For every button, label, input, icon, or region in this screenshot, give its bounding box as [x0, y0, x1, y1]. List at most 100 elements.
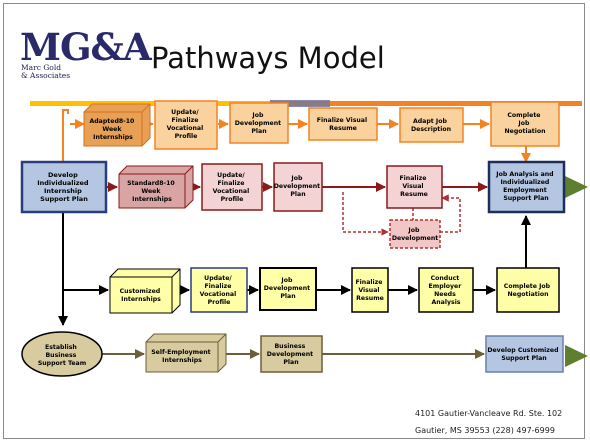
node-text-line: Establish [45, 344, 77, 351]
node-text-line: Resume [400, 191, 428, 198]
node-text-line: Job Analysis and [495, 171, 553, 178]
node-text-line: Support Team [38, 360, 86, 367]
node-text-line: Support Plan [501, 355, 546, 362]
svg-text:Update/ Finalize: Update/ Finalize Vocational Profile [200, 275, 239, 306]
slide-title: Pathways Model [151, 41, 385, 75]
svg-text:Update/ Finalize: Update/ Finalize Vocational Profile [167, 109, 206, 140]
node-text-line: Job [407, 227, 420, 234]
node-text-line: Support Plan [503, 195, 548, 202]
node-text-line: Complete Job [504, 283, 551, 290]
node-low-finalize-visual: Finalize Visual Resume [351, 267, 389, 313]
node-text-line: Standard8-10 [127, 180, 175, 187]
node-mid-job-development-plan: Job Development Plan [273, 162, 323, 212]
svg-text:Customized Internships: Customized Internships [120, 288, 163, 303]
svg-text:Self-Employment Intern: Self-Employment Internships [151, 349, 213, 364]
node-text-line: Development [235, 120, 281, 127]
node-text-line: Employer [429, 283, 463, 290]
node-mid-update-vocational: Update/ Finalize Vocational Profile [201, 163, 263, 211]
address-line-2: Gautier, MS 39553 (228) 497-6999 [415, 426, 555, 435]
logo-company-name: Marc Gold & Associates [21, 64, 83, 80]
svg-text:Develop Customized Sup: Develop Customized Support Plan [487, 347, 560, 362]
node-text-line: Plan [283, 359, 298, 366]
node-text-line: Week [141, 188, 161, 195]
node-text-line: Employment [503, 187, 547, 194]
node-establish-business: Establish Business Support Team [21, 331, 103, 377]
svg-text:Finalize Visual: Finalize Visual Resume [399, 175, 428, 198]
node-text-line: Resume [356, 295, 384, 302]
node-business-development-plan: Business Development Plan [260, 335, 323, 373]
node-standard-internships: Standard8-10 Week Internships [118, 165, 194, 209]
node-text-line: Business [274, 343, 305, 350]
company-logo: MG&A Marc Gold & Associates [20, 25, 152, 80]
node-low-complete-negotiation: Complete Job Negotiation [496, 267, 560, 313]
node-job-development: Job Development [389, 219, 441, 249]
node-adapted-internships: Adapted8-10 Week Internships [83, 103, 151, 147]
svg-text:Job Development: Job Development Plan [235, 112, 284, 135]
address-line-1: 4101 Gautier-Vancleave Rd. Ste. 102 [415, 409, 563, 418]
node-text-line: Week [102, 126, 122, 133]
connector-lines [58, 109, 531, 359]
node-text-line: Negotiation [504, 128, 545, 135]
svg-text:Finalize Visual Resume: Finalize Visual Resume [317, 117, 369, 132]
connector-develop-to-adapted [62, 109, 69, 162]
node-text-line: Internships [132, 196, 172, 203]
svg-text:Job Development: Job Development [392, 227, 438, 242]
exit-arrows [565, 176, 588, 367]
node-text-line: Finalize [171, 117, 198, 124]
svg-text:Complete Job Negotiati: Complete Job Negotiation [504, 283, 552, 298]
node-text-line: Visual [358, 287, 379, 294]
node-text-line: Profile [175, 133, 198, 140]
node-text-line: Develop [48, 171, 78, 179]
exit-arrow-top-icon [565, 176, 588, 198]
svg-text:Standard8-10 Week: Standard8-10 Week Internships [127, 180, 177, 203]
svg-text:Business Development: Business Development Plan [267, 343, 316, 366]
node-text-line: Support Plan [40, 195, 88, 203]
logo-letters: MG&A [20, 25, 152, 69]
svg-text:Update/ Finalize: Update/ Finalize Vocational Profile [213, 172, 252, 203]
node-text-line: Finalize Visual [317, 117, 367, 124]
svg-text:Establish Business: Establish Business Support Team [38, 344, 86, 367]
node-text-line: Vocational [167, 125, 204, 132]
node-text-line: Update/ [204, 275, 232, 282]
node-top-update-vocational: Update/ Finalize Vocational Profile [154, 100, 218, 150]
node-text-line: Profile [221, 196, 244, 203]
connector-dashed-to-job-development [342, 192, 389, 236]
node-text-line: Development [274, 183, 320, 190]
slide-border [3, 3, 585, 439]
node-adapt-job-description: Adapt Job Description [399, 107, 464, 143]
node-text-line: Resume [329, 125, 357, 132]
node-text-line: Job [280, 277, 293, 284]
svg-text:Complete Job N: Complete Job Negotiation [504, 112, 545, 135]
node-text-line: Individualized [37, 179, 89, 187]
node-text-line: Job [517, 120, 530, 127]
logo-name-line-2: & Associates [21, 71, 71, 80]
node-mid-finalize-visual: Finalize Visual Resume [386, 165, 443, 209]
node-text-line: Finalize [204, 283, 231, 290]
node-text-line: Finalize [399, 175, 426, 182]
node-text-line: Finalize [217, 180, 244, 187]
node-text-line: Customized [120, 288, 161, 295]
logo-name-line-1: Marc Gold [21, 63, 62, 72]
node-text-line: Analysis [431, 299, 460, 306]
node-text-line: Conduct [431, 275, 460, 282]
svg-text:Adapt Job Description: Adapt Job Description [411, 118, 451, 133]
node-conduct-employer-needs: Conduct Employer Needs Analysis [418, 267, 474, 313]
node-self-employment-internships: Self-Employment Internships [145, 333, 227, 373]
node-text-line: Internship [44, 187, 82, 195]
node-text-line: Plan [251, 128, 266, 135]
node-text-line: Plan [280, 293, 295, 300]
node-job-analysis-support: Job Analysis and Individualized Employme… [487, 160, 566, 214]
svg-text:Adapted8-10 Week: Adapted8-10 Week Internships [89, 118, 136, 141]
node-text-line: Internships [93, 134, 133, 141]
node-text-line: Negotiation [507, 291, 548, 298]
node-text-line: Adapted8-10 [89, 118, 135, 125]
svg-text:Conduct Employer: Conduct Employer Needs Analysis [429, 275, 464, 306]
node-text-line: Complete [507, 112, 540, 119]
node-text-line: Self-Employment [151, 349, 210, 356]
node-text-line: Update/ [217, 172, 245, 179]
node-text-line: Internships [121, 296, 161, 303]
svg-text:Develop Individualized: Develop Individualized Internship Suppor… [37, 171, 91, 203]
node-text-line: Business [45, 352, 76, 359]
